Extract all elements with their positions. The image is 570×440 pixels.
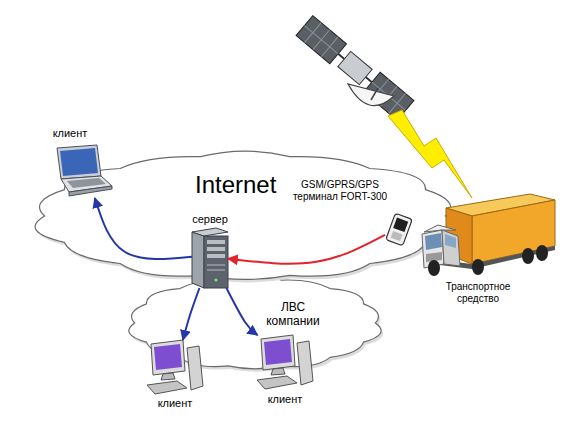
monitor-stand bbox=[161, 373, 175, 380]
laptop-keyboard bbox=[67, 178, 106, 188]
satellite-body bbox=[338, 51, 372, 84]
monitor-frame bbox=[261, 335, 295, 370]
power-led bbox=[214, 278, 217, 281]
vent bbox=[207, 264, 225, 266]
monitor-frame bbox=[151, 340, 185, 375]
laptop-screen bbox=[60, 148, 98, 176]
desktop-icon bbox=[255, 335, 315, 392]
cab-side bbox=[442, 230, 460, 266]
node-label: GSM/GPRS/GPS терминал FORT-300 bbox=[288, 179, 392, 203]
drive-bay bbox=[207, 254, 225, 258]
terminal-keypad bbox=[391, 231, 403, 241]
system-unit bbox=[187, 346, 203, 390]
solar-panel bbox=[296, 16, 346, 64]
laptop-icon bbox=[48, 145, 112, 198]
node-label: клиент bbox=[42, 127, 98, 140]
keyboard bbox=[257, 376, 297, 389]
terminal-icon bbox=[385, 212, 413, 247]
server-side bbox=[192, 232, 204, 288]
wheel bbox=[428, 260, 440, 276]
satellite-dish bbox=[348, 84, 394, 106]
monitor-screen bbox=[264, 339, 292, 365]
monitor-stand bbox=[271, 368, 285, 375]
laptop-client: клиент bbox=[48, 145, 112, 198]
node-label: ЛВС компании bbox=[262, 300, 324, 329]
terminal-body bbox=[386, 213, 412, 245]
node-label: клиент bbox=[145, 397, 205, 410]
cargo-side bbox=[472, 200, 555, 264]
desktop-client: клиент bbox=[145, 340, 205, 396]
wheel bbox=[536, 245, 548, 261]
server-front bbox=[204, 236, 228, 288]
node-label: Транспортное средство bbox=[436, 281, 520, 305]
drive-bay bbox=[207, 240, 225, 244]
vent bbox=[207, 269, 225, 271]
monitor-screen bbox=[154, 344, 182, 370]
desktop-client: клиент bbox=[255, 335, 315, 392]
side-window bbox=[445, 234, 456, 248]
drive-bay bbox=[207, 247, 225, 251]
vehicle: Транспортное средство bbox=[418, 192, 555, 278]
desktop-icon bbox=[145, 340, 205, 396]
cloud-outline bbox=[35, 151, 455, 279]
gps-terminal: GSM/GPRS/GPS терминал FORT-300 bbox=[385, 212, 413, 247]
keyboard bbox=[147, 381, 187, 394]
dish-feed bbox=[371, 88, 378, 100]
panel-grid bbox=[296, 16, 346, 64]
wheel bbox=[522, 248, 534, 264]
windshield bbox=[425, 233, 442, 250]
node-label: сервер bbox=[180, 213, 240, 226]
server-top bbox=[192, 228, 228, 236]
server-icon bbox=[192, 228, 228, 288]
system-unit bbox=[297, 341, 313, 385]
server-box: сервер bbox=[192, 228, 228, 288]
node-label: клиент bbox=[255, 393, 315, 406]
laptop-lid bbox=[57, 145, 101, 179]
satellite bbox=[296, 16, 414, 121]
wheel bbox=[472, 259, 484, 275]
truck-icon bbox=[418, 192, 555, 278]
terminal-screen bbox=[393, 218, 408, 232]
